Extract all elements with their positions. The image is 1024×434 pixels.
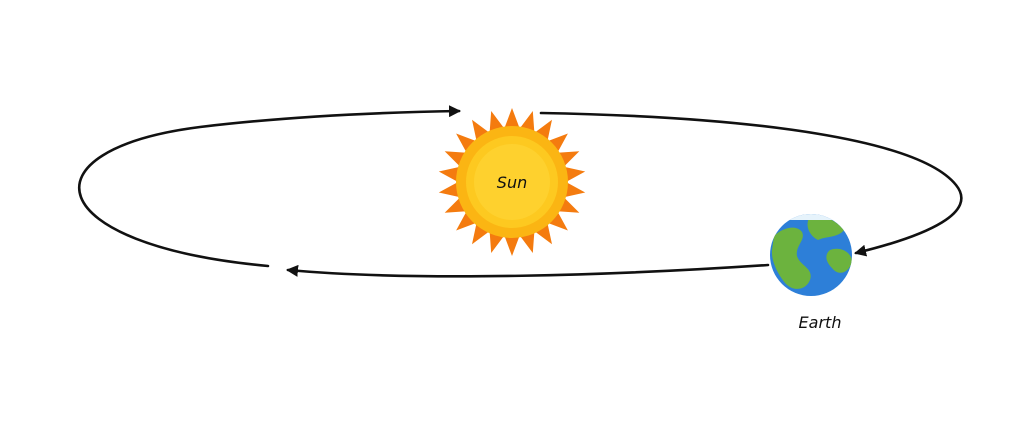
orbit-segment-bottom: [288, 265, 768, 276]
sun: Sun: [439, 108, 585, 256]
orbit-segment-top-left: [79, 111, 459, 266]
orbit-segment-top-right: [541, 113, 961, 253]
earth: Earth: [770, 211, 852, 332]
sun-label: Sun: [497, 173, 527, 192]
earth-ice-north: [790, 211, 832, 220]
earth-label: Earth: [799, 313, 842, 332]
